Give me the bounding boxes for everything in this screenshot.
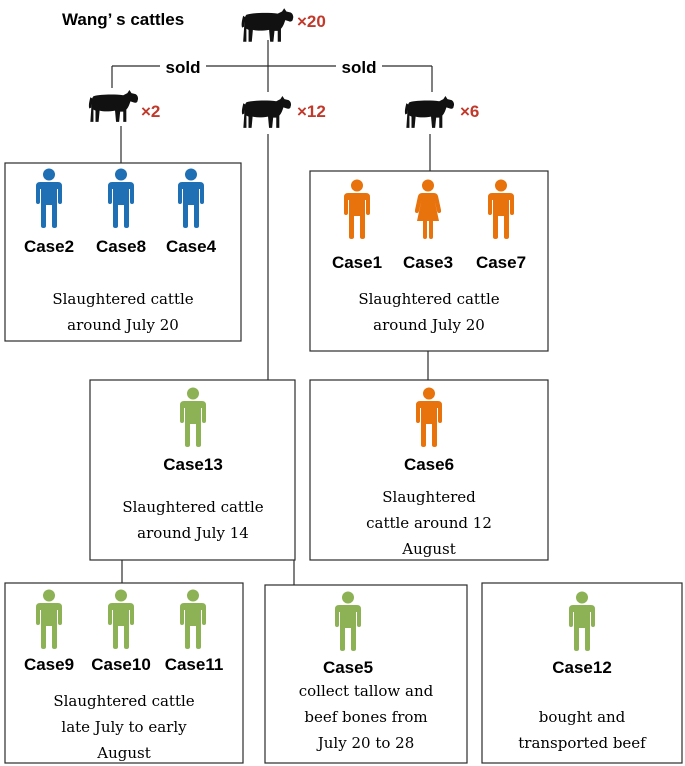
description-line: beef bones from	[304, 708, 427, 726]
description-line: July 20 to 28	[316, 734, 414, 752]
case-label: Case13	[163, 455, 223, 474]
case-label: Case7	[476, 253, 526, 272]
cow-icon-main	[241, 8, 294, 42]
case-label: Case5	[323, 658, 373, 677]
cow-icon-right	[404, 96, 455, 128]
cow-icon-left	[88, 90, 139, 122]
description-line: cattle around 12	[366, 514, 492, 532]
case-label: Case3	[403, 253, 453, 272]
diagram-title: Wang’ s cattles	[62, 10, 184, 29]
description-line: late July to early	[61, 718, 187, 736]
cow-icon-middle	[241, 96, 292, 128]
case-label: Case6	[404, 455, 454, 474]
description-line: around July 20	[67, 316, 179, 334]
case-label: Case4	[166, 237, 217, 256]
case-label: Case9	[24, 655, 74, 674]
sold-right-bg	[336, 56, 382, 76]
description-line: August	[401, 540, 455, 558]
case-label: Case10	[91, 655, 151, 674]
description-line: Slaughtered cattle	[358, 290, 499, 308]
description-line: around July 20	[373, 316, 485, 334]
description-line: Slaughtered cattle	[52, 290, 193, 308]
description-line: bought and	[539, 708, 626, 726]
description-line: transported beef	[518, 734, 647, 752]
case-label: Case12	[552, 658, 612, 677]
herd-middle-multiplier: ×12	[297, 102, 326, 121]
case-label: Case8	[96, 237, 146, 256]
herd-main-multiplier: ×20	[297, 12, 326, 31]
box-case5	[264, 584, 468, 764]
sold-right-label: sold	[342, 58, 377, 77]
description-line: August	[96, 744, 150, 762]
description-line: Slaughtered cattle	[122, 498, 263, 516]
sold-left-bg	[160, 56, 206, 76]
case-label: Case2	[24, 237, 74, 256]
herd-right-multiplier: ×6	[460, 102, 479, 121]
case-label: Case1	[332, 253, 382, 272]
case-label: Case11	[165, 655, 224, 674]
description-line: Slaughtered cattle	[53, 692, 194, 710]
description-line: collect tallow and	[299, 682, 434, 700]
description-line: around July 14	[137, 524, 249, 542]
sold-left-label: sold	[166, 58, 201, 77]
herd-left-multiplier: ×2	[141, 102, 160, 121]
description-line: Slaughtered	[382, 488, 476, 506]
